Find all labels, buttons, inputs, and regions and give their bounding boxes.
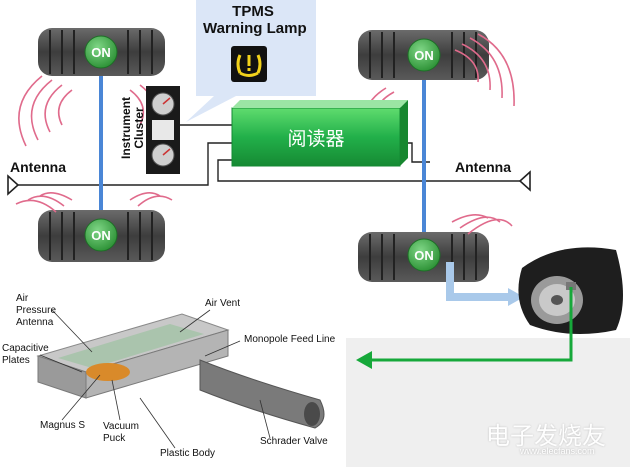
right-antenna-label: Antenna [455,159,511,175]
watermark-url: www.elecfans.com [520,446,595,456]
sensor-illustration [36,313,325,429]
label-magnus: Magnus S [40,420,86,431]
light-arrow [446,262,510,301]
label-air-pressure-antenna: Air Pressure Antenna [16,293,57,328]
watermark-text: 电子发烧友 [486,422,606,450]
svg-text:ON: ON [414,48,434,63]
reader-label: 阅读器 [287,128,345,150]
label-schrader: Schrader Valve [260,436,328,447]
tpms-warning-lamp-icon [231,46,267,82]
wiring [18,124,520,186]
green-arrow [366,287,573,362]
instrument-cluster [146,86,180,174]
green-arrow-head [356,351,372,369]
label-monopole: Monopole Feed Line [244,334,336,345]
left-antenna-label: Antenna [10,159,66,175]
svg-text:ON: ON [91,45,111,60]
sensor-leader-lines [39,309,271,449]
label-capacitive-plates: Capacitive Plates [2,343,49,366]
light-arrow-head [508,288,524,306]
on-badge-rear-right: ON [407,238,441,272]
on-badge-rear-left: ON [84,218,118,252]
reader-box [231,100,408,167]
svg-text:ON: ON [91,228,111,243]
signal-waves [15,33,515,235]
svg-text:ON: ON [414,248,434,263]
label-air-vent: Air Vent [205,298,241,309]
on-badge-front-left: ON [84,35,118,69]
label-vacuum-puck: Vacuum Puck [103,421,139,444]
on-badge-front-right: ON [407,38,441,72]
label-plastic-body: Plastic Body [160,448,216,459]
right-antenna-icon [518,170,531,192]
left-antenna-icon [7,174,20,196]
